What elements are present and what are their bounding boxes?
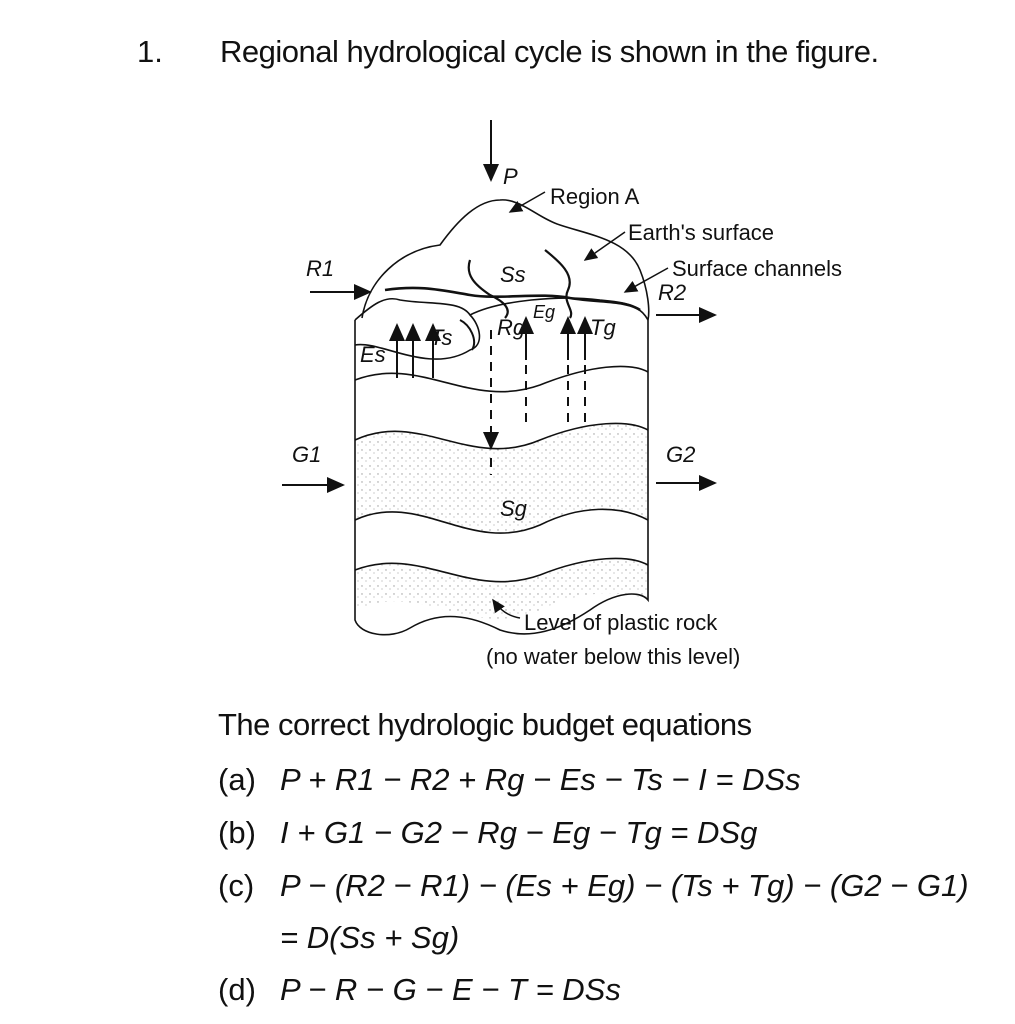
label-p: P xyxy=(503,164,518,189)
label-sg: Sg xyxy=(500,496,528,521)
label-r2: R2 xyxy=(658,280,686,305)
region-leader xyxy=(508,191,546,213)
earth-surface-leader xyxy=(583,231,626,261)
aquifer-band-lower xyxy=(355,558,648,619)
label-ss: Ss xyxy=(500,262,526,287)
surface-channel xyxy=(459,319,476,351)
option-label: (b) xyxy=(218,815,256,850)
label-g2: G2 xyxy=(666,442,695,467)
label-surface-channels: Surface channels xyxy=(672,256,842,281)
surface-channel xyxy=(467,259,509,319)
option-equation: I + G1 − G2 − Rg − Eg − Tg = DSg xyxy=(280,815,758,850)
aquifer-band xyxy=(355,423,648,534)
surface-channel xyxy=(384,286,641,312)
surface-channel xyxy=(544,249,573,319)
option-equation: P + R1 − R2 + Rg − Es − Ts − I = DSs xyxy=(280,762,801,797)
flux-arrows xyxy=(282,120,717,619)
region-block xyxy=(354,199,650,636)
channel-leader xyxy=(623,267,669,293)
label-tg: Tg xyxy=(590,315,616,340)
label-region: Region A xyxy=(550,184,640,209)
option-a[interactable]: (a) P + R1 − R2 + Rg − Es − Ts − I = DSs xyxy=(218,762,801,798)
label-g1: G1 xyxy=(292,442,321,467)
question-number: 1. xyxy=(137,34,163,69)
option-label: (a) xyxy=(218,762,256,797)
label-es: Es xyxy=(360,342,386,367)
label-eg: Eg xyxy=(533,302,555,322)
option-equation: P − R − G − E − T = DSs xyxy=(280,972,621,1007)
option-equation: P − (R2 − R1) − (Es + Eg) − (Ts + Tg) − … xyxy=(280,868,969,903)
label-r1: R1 xyxy=(306,256,334,281)
option-d[interactable]: (d) P − R − G − E − T = DSs xyxy=(218,972,621,1008)
label-plastic-rock: Level of plastic rock xyxy=(524,610,718,635)
lead-text: The correct hydrologic budget equations xyxy=(218,707,752,742)
option-c[interactable]: (c) P − (R2 − R1) − (Es + Eg) − (Ts + Tg)… xyxy=(218,868,969,904)
option-c-continuation: = D(Ss + Sg) xyxy=(280,920,460,955)
question-text: Regional hydrological cycle is shown in … xyxy=(220,34,879,69)
label-earth-surface: Earth's surface xyxy=(628,220,774,245)
plastic-rock-leader xyxy=(492,598,521,619)
label-ts: Ts xyxy=(430,325,452,350)
label-no-water: (no water below this level) xyxy=(486,644,740,669)
option-b[interactable]: (b) I + G1 − G2 − Rg − Eg − Tg = DSg xyxy=(218,815,757,851)
option-label: (d) xyxy=(218,972,256,1007)
hydrological-cycle-figure: P Region A Earth's surface Surface chann… xyxy=(282,120,842,669)
option-label: (c) xyxy=(218,868,255,903)
label-rg: Rg xyxy=(497,315,526,340)
